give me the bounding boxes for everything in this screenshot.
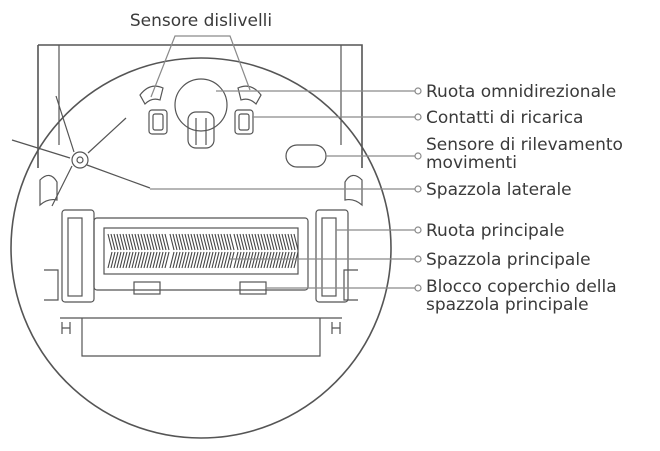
- callout-lines: [150, 35, 422, 292]
- label-brush-cover-line1: Blocco coperchio della: [426, 277, 617, 297]
- side-brush: [11, 95, 151, 207]
- label-motion-sensor-line1: Sensore di rilevamento: [426, 135, 623, 155]
- label-motion-sensor-line2: movimenti: [426, 153, 517, 173]
- label-main-brush: Spazzola principale: [426, 250, 591, 270]
- main-wheel-right: [315, 209, 349, 303]
- side-sensor-left: [39, 174, 58, 207]
- charging-contact-right: [234, 109, 254, 135]
- label-omni-wheel: Ruota omnidirezionale: [426, 82, 616, 102]
- label-cliff-sensor: Sensore dislivelli: [130, 11, 272, 31]
- charging-contact-left: [148, 109, 168, 135]
- robot-body: [10, 44, 392, 439]
- side-sensor-right: [344, 174, 363, 207]
- motion-sensor: [285, 144, 327, 168]
- label-side-brush: Spazzola laterale: [426, 180, 572, 200]
- label-main-wheel: Ruota principale: [426, 221, 564, 241]
- omni-wheel: [174, 78, 228, 149]
- bottom-latches: [61, 322, 341, 334]
- label-charging-contacts: Contatti di ricarica: [426, 108, 583, 128]
- label-brush-cover-line2: spazzola principale: [426, 295, 589, 315]
- cliff-sensor-right: [237, 85, 262, 105]
- main-brush: [93, 217, 309, 295]
- main-wheel-left: [61, 209, 95, 303]
- cliff-sensor-left: [139, 85, 164, 105]
